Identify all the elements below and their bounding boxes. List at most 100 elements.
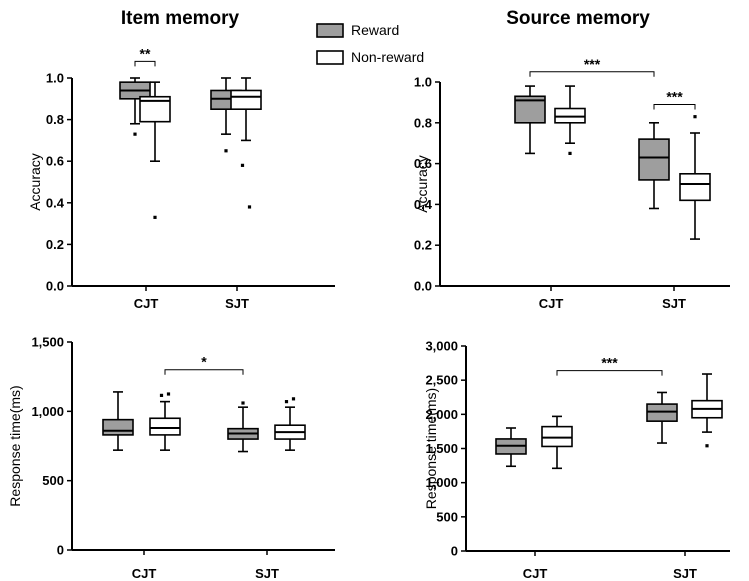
y-tick-label: 1,500 <box>31 335 64 350</box>
outlier-point <box>159 393 164 397</box>
box-nonreward <box>230 77 262 209</box>
y-tick-label: 0.0 <box>414 279 432 294</box>
y-axis-label: Response time(ms) <box>423 388 439 509</box>
y-tick-label: 1.0 <box>414 75 432 90</box>
y-axis-label: Response time(ms) <box>7 385 23 506</box>
x-tick-label: SJT <box>225 296 249 311</box>
x-tick-label: CJT <box>134 296 159 311</box>
significance-bracket: *** <box>653 88 696 110</box>
box-nonreward <box>679 115 711 240</box>
outlier-point <box>291 397 296 401</box>
y-tick-label: 500 <box>42 473 64 488</box>
significance-label: *** <box>584 56 601 72</box>
legend-swatch <box>316 23 344 38</box>
box-nonreward <box>541 415 573 470</box>
outlier-point <box>568 151 572 155</box>
y-tick-label: 0.4 <box>414 197 433 212</box>
y-tick-label: 0.8 <box>414 115 432 130</box>
box-reward <box>495 427 527 468</box>
significance-bracket: *** <box>529 56 655 77</box>
x-tick-label: SJT <box>662 296 686 311</box>
outlier-point <box>240 163 245 167</box>
box-nonreward <box>274 397 306 451</box>
x-tick-label: CJT <box>539 296 564 311</box>
outlier-point <box>153 215 157 219</box>
box-iqr <box>679 173 711 202</box>
outlier-point <box>247 205 252 209</box>
significance-label: *** <box>666 88 683 104</box>
outlier-point <box>241 401 245 405</box>
box-reward <box>227 401 259 453</box>
bracket-line <box>556 370 663 376</box>
legend-label: Non-reward <box>351 49 424 65</box>
y-tick-label: 1.0 <box>46 71 64 86</box>
y-tick-label: 2,500 <box>425 373 458 388</box>
y-tick-label: 3,000 <box>425 339 458 354</box>
legend-swatch <box>316 50 344 65</box>
outlier-point <box>166 392 171 396</box>
significance-label: *** <box>601 355 618 371</box>
panel-source-memory-response-time: Response time(ms) 0 500 1,000 1,500 2,000 2,50… <box>423 339 730 581</box>
box-nonreward <box>554 85 586 155</box>
y-tick-label: 1,500 <box>425 441 458 456</box>
y-tick-label: 0.6 <box>414 156 432 171</box>
y-tick-label: 0.4 <box>46 195 65 210</box>
y-tick-label: 2,000 <box>425 407 458 422</box>
outlier-point <box>284 400 289 404</box>
box-reward <box>638 122 670 210</box>
box-iqr <box>149 417 181 436</box>
bracket-line <box>653 103 696 110</box>
y-tick-label: 0.0 <box>46 279 64 294</box>
y-tick-label: 1,000 <box>425 475 458 490</box>
y-axis-label: Accuracy <box>414 155 430 213</box>
box-iqr <box>102 418 134 436</box>
x-tick-label: SJT <box>255 566 279 581</box>
x-tick-label: CJT <box>523 566 548 581</box>
outlier-point <box>224 149 228 153</box>
box-iqr <box>638 138 670 181</box>
significance-bracket: *** <box>556 355 663 376</box>
box-nonreward <box>149 392 181 451</box>
box-reward <box>514 85 546 155</box>
y-tick-label: 0.2 <box>46 237 64 252</box>
y-tick-label: 0 <box>57 543 64 558</box>
legend-item-reward: Reward <box>316 22 399 38</box>
significance-bracket: * <box>164 354 244 375</box>
box-nonreward <box>139 81 171 219</box>
legend-label: Reward <box>351 22 399 38</box>
outlier-point <box>133 132 137 136</box>
legend-item-nonreward: Non-reward <box>316 49 424 65</box>
y-tick-label: 1,000 <box>31 404 64 419</box>
box-reward <box>210 77 242 153</box>
box-reward <box>646 391 678 444</box>
bracket-line <box>529 71 655 77</box>
significance-label: * <box>201 354 207 370</box>
y-tick-label: 0.8 <box>46 112 64 127</box>
y-axis-label: Accuracy <box>27 153 43 211</box>
box-reward <box>119 77 151 136</box>
significance-bracket: ** <box>134 45 156 67</box>
x-tick-label: CJT <box>132 566 157 581</box>
box-iqr <box>554 107 586 124</box>
y-tick-label: 0.6 <box>46 154 64 169</box>
chart-title: Source memory <box>506 8 650 29</box>
x-tick-label: SJT <box>673 566 697 581</box>
chart-title: Item memory <box>121 8 240 29</box>
box-nonreward <box>691 373 723 448</box>
box-iqr <box>646 403 678 422</box>
y-tick-label: 0 <box>451 544 458 559</box>
outlier-point <box>705 444 709 448</box>
bracket-line <box>164 369 244 375</box>
outlier-point <box>693 115 697 119</box>
box-reward <box>102 391 134 451</box>
box-iqr <box>541 425 573 448</box>
box-iqr <box>230 89 262 111</box>
y-tick-label: 0.2 <box>414 238 432 253</box>
y-tick-label: 500 <box>436 509 458 524</box>
significance-label: ** <box>140 45 151 61</box>
bracket-line <box>134 60 156 67</box>
